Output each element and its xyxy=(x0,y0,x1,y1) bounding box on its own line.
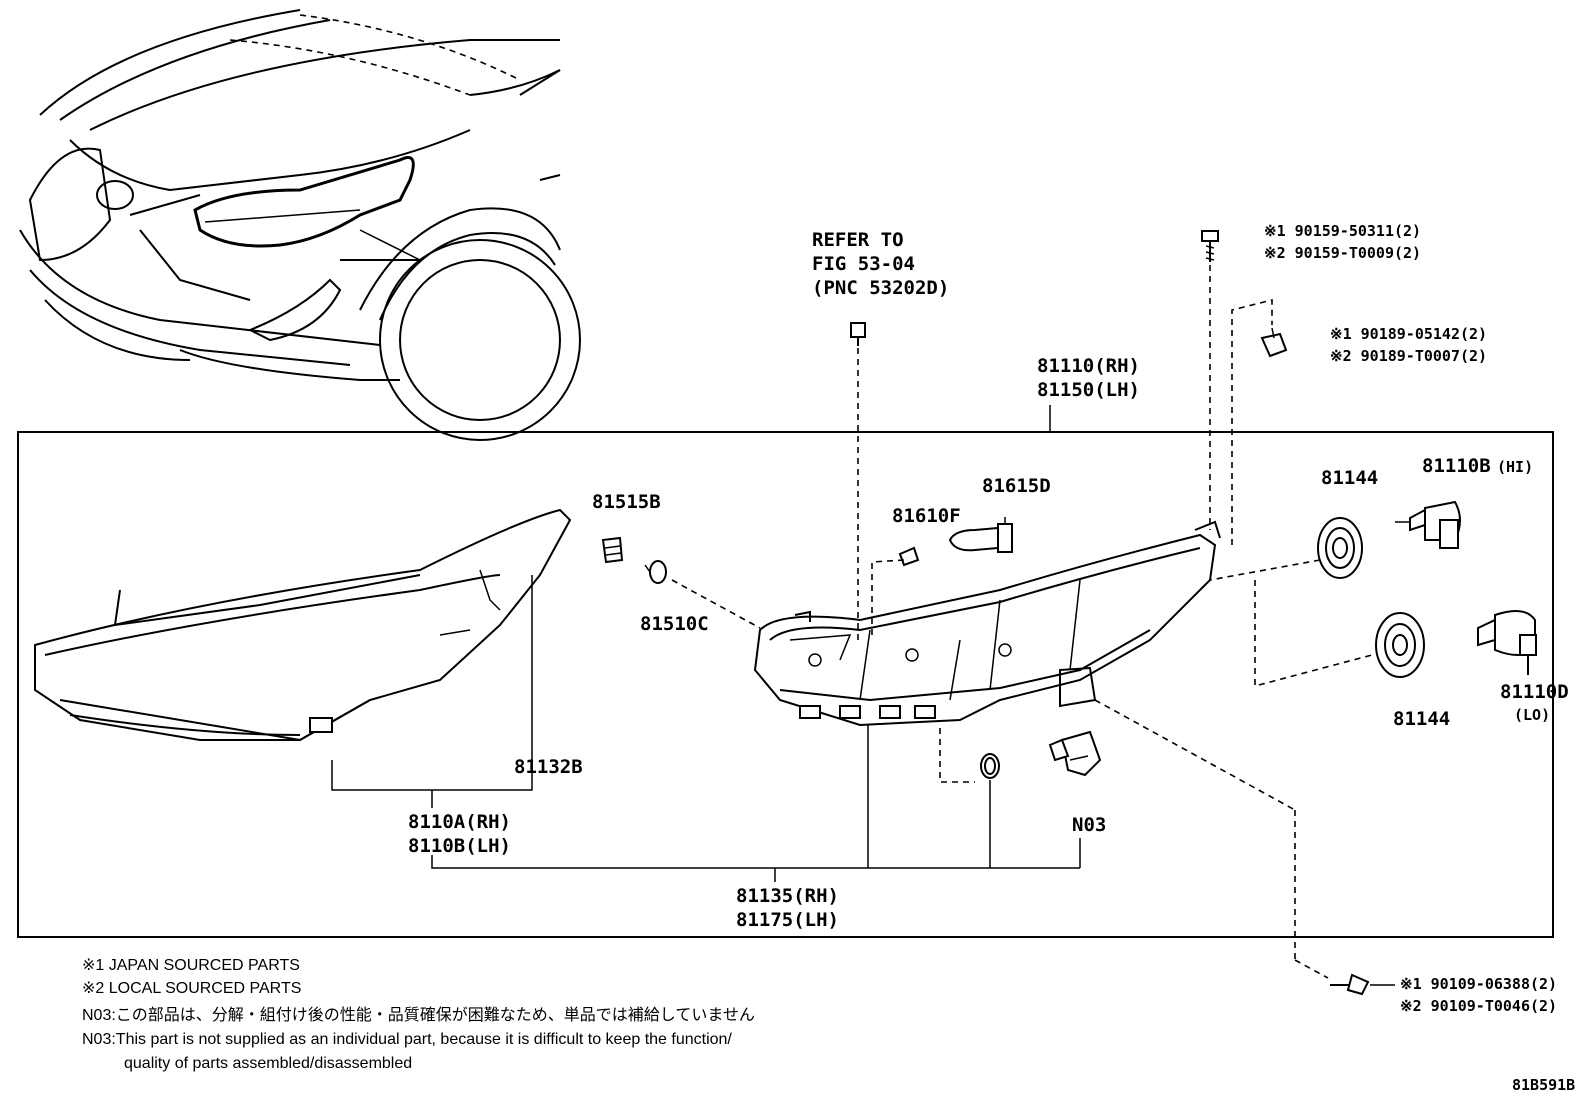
bulb-81510C-drawing xyxy=(644,560,667,584)
car-front-illustration xyxy=(19,9,581,441)
note-japan-sourced: ※1 JAPAN SOURCED PARTS xyxy=(82,957,300,974)
headlamp-housing-drawing xyxy=(753,520,1221,727)
label-n03: N03 xyxy=(1072,814,1106,836)
n03-actuator-drawing xyxy=(1048,730,1102,777)
label-81144-top: 81144 xyxy=(1321,467,1378,489)
label-screw-top-2: ※2 90159-T0009(2) xyxy=(1264,244,1421,262)
label-81510C: 81510C xyxy=(640,613,709,635)
lens-assembly-drawing xyxy=(34,508,572,742)
o-ring-drawing xyxy=(980,753,1000,779)
label-housing-lh: 81175(LH) xyxy=(736,909,839,931)
label-bolt-1: ※1 90109-06388(2) xyxy=(1400,975,1557,993)
label-81615D: 81615D xyxy=(982,475,1051,497)
clip-drawing xyxy=(1260,327,1288,358)
note-n03-japanese: N03:この部品は、分解・組付け後の性能・品質確保が困難なため、単品では補給して… xyxy=(82,1006,755,1024)
cap-81144-top-drawing xyxy=(1317,517,1363,579)
assembly-label-rh: 81110(RH) xyxy=(1037,355,1140,377)
label-hi: (HI) xyxy=(1497,458,1533,476)
label-lens-lh: 8110B(LH) xyxy=(408,835,511,857)
assembly-border xyxy=(17,431,1554,938)
label-clip-2: ※2 90189-T0007(2) xyxy=(1330,347,1487,365)
figure-id: 81B591B xyxy=(1512,1076,1575,1094)
label-81132B: 81132B xyxy=(514,756,583,778)
label-screw-top-1: ※1 90159-50311(2) xyxy=(1264,222,1421,240)
label-housing-rh: 81135(RH) xyxy=(736,885,839,907)
bulb-81110D-lo-drawing xyxy=(1477,610,1537,675)
cap-81144-bottom-drawing xyxy=(1375,612,1425,678)
note-n03-english-2: quality of parts assembled/disassembled xyxy=(124,1055,412,1072)
bolt-bottom-drawing xyxy=(1330,973,1370,996)
refer-socket-drawing xyxy=(850,322,866,346)
label-lo: (LO) xyxy=(1514,706,1550,724)
bulb-81110B-hi-drawing xyxy=(1395,500,1461,549)
note-local-sourced: ※2 LOCAL SOURCED PARTS xyxy=(82,980,301,997)
bulb-81615D-drawing xyxy=(948,517,1013,553)
label-bolt-2: ※2 90109-T0046(2) xyxy=(1400,997,1557,1015)
bulb-81610F-drawing xyxy=(898,546,920,567)
refer-line-1: REFER TO xyxy=(812,229,904,251)
label-lens-rh: 8110A(RH) xyxy=(408,811,511,833)
note-n03-english-1: N03:This part is not supplied as an indi… xyxy=(82,1031,732,1048)
socket-81515B-drawing xyxy=(601,536,624,564)
label-81110B: 81110B xyxy=(1422,455,1491,477)
label-81610F: 81610F xyxy=(892,505,961,527)
assembly-label-lh: 81150(LH) xyxy=(1037,379,1140,401)
label-clip-1: ※1 90189-05142(2) xyxy=(1330,325,1487,343)
refer-line-3: (PNC 53202D) xyxy=(812,277,949,299)
label-81110D: 81110D xyxy=(1500,681,1569,703)
screw-top-drawing xyxy=(1201,230,1219,262)
label-81144-bottom: 81144 xyxy=(1393,708,1450,730)
refer-line-2: FIG 53-04 xyxy=(812,253,915,275)
label-81515B: 81515B xyxy=(592,491,661,513)
